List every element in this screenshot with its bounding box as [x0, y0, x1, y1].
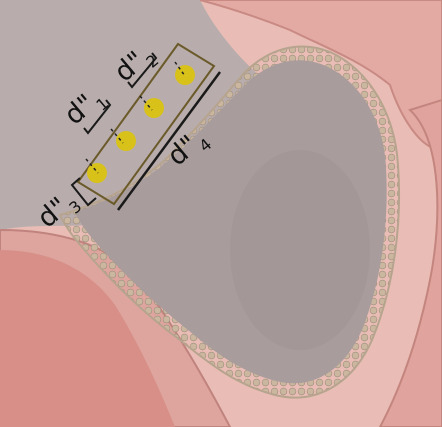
- crypt-marker: [116, 131, 136, 151]
- lumen-shading: [230, 150, 370, 350]
- crypt-marker: [175, 65, 195, 85]
- crypt-marker: [87, 163, 107, 183]
- crypt-marker: [144, 98, 164, 118]
